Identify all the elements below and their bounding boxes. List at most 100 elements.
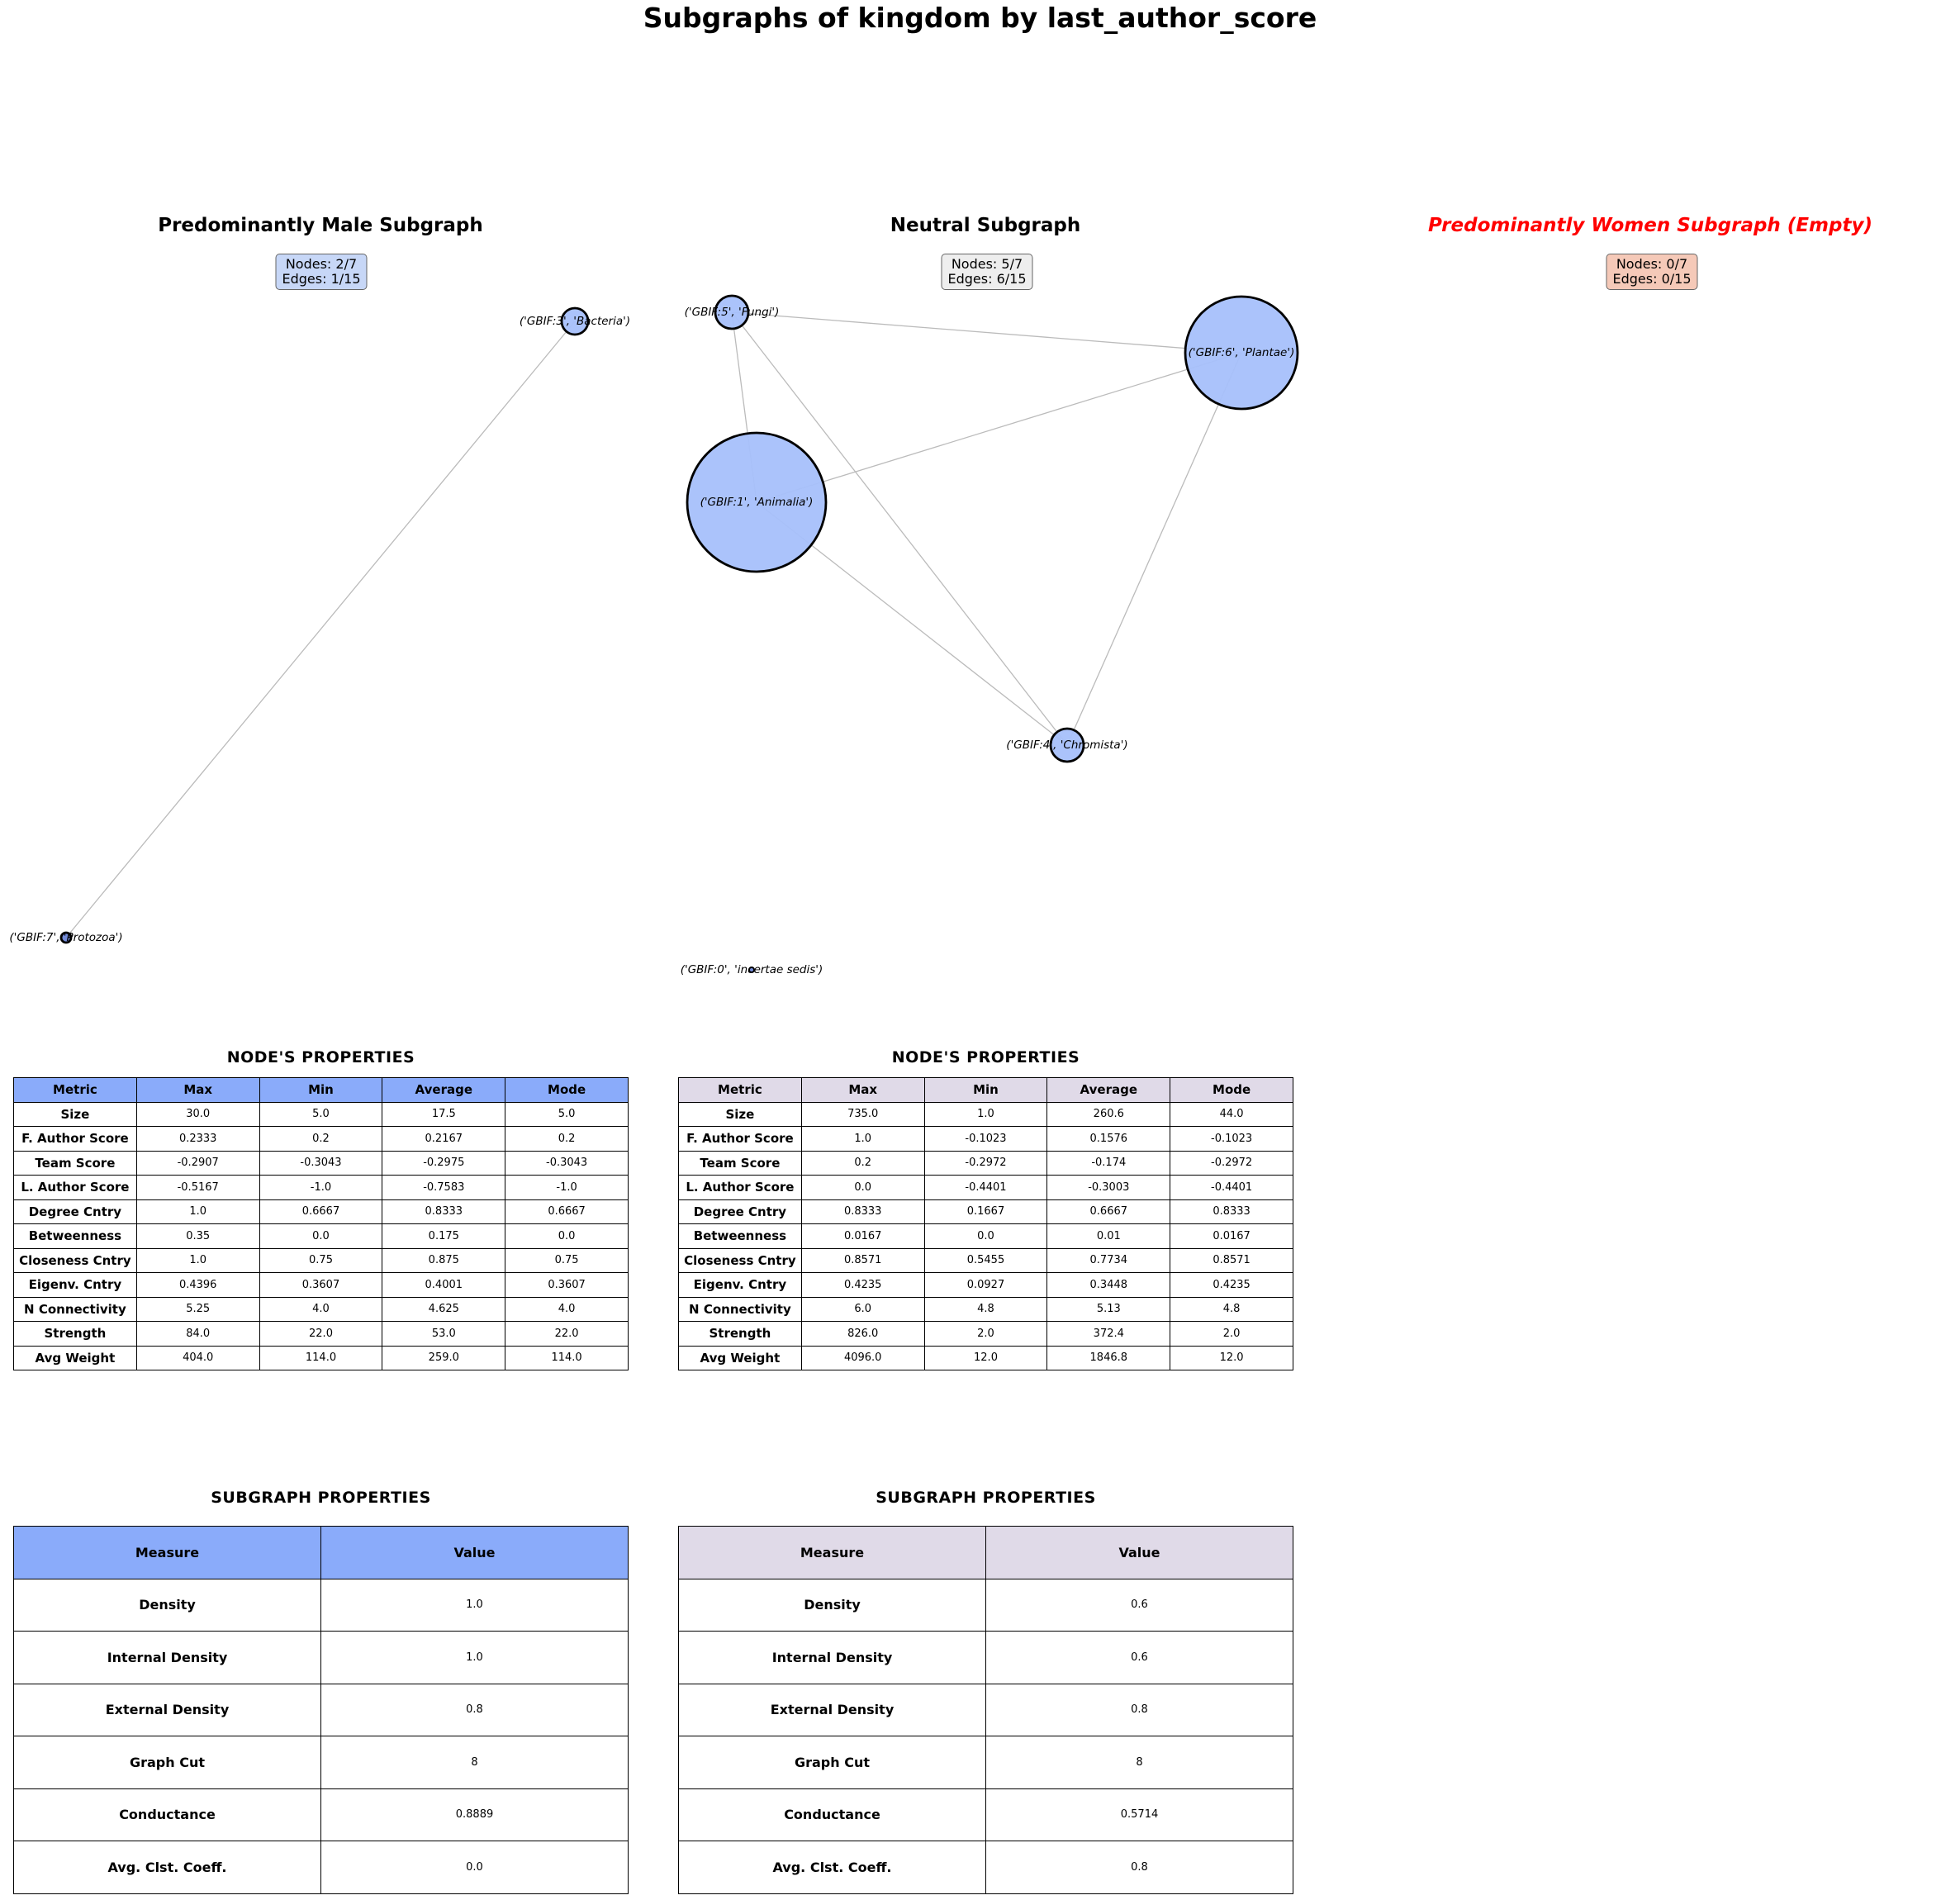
column-header: Measure bbox=[13, 1526, 321, 1579]
row-label: F. Author Score bbox=[678, 1126, 802, 1152]
table-cell: 0.4235 bbox=[800, 1272, 925, 1298]
table-cell: 53.0 bbox=[382, 1321, 506, 1347]
row-label: Degree Cntry bbox=[13, 1199, 137, 1224]
table-cell: 5.0 bbox=[505, 1101, 629, 1127]
node-plantae[interactable] bbox=[1184, 295, 1299, 411]
row-label: Strength bbox=[678, 1321, 802, 1347]
table-cell: -0.4401 bbox=[1170, 1175, 1293, 1200]
node-animalia[interactable] bbox=[686, 431, 828, 573]
network-graphs: ('GBIF:3', 'Bacteria')('GBIF:7', 'Protoz… bbox=[9, 294, 1299, 976]
table-cell: 0.7734 bbox=[1046, 1247, 1171, 1273]
neutral-nodes-count: Nodes: 5/7 bbox=[951, 256, 1023, 272]
node-chromista[interactable] bbox=[1049, 727, 1085, 763]
row-label: F. Author Score bbox=[13, 1126, 137, 1152]
table-cell: 0.175 bbox=[382, 1223, 506, 1249]
table-cell: 5.0 bbox=[259, 1101, 383, 1127]
table-cell: 8 bbox=[320, 1736, 629, 1789]
table-cell: 0.0 bbox=[259, 1223, 383, 1249]
table-row: L. Author Score-0.5167-1.0-0.7583-1.0 bbox=[13, 1175, 629, 1200]
table-row: Avg. Clst. Coeff.0.8 bbox=[678, 1841, 1293, 1894]
table-cell: 0.0 bbox=[800, 1175, 925, 1200]
table-cell: 0.0167 bbox=[800, 1223, 925, 1249]
column-header: Max bbox=[135, 1077, 260, 1103]
table-cell: 0.75 bbox=[505, 1247, 629, 1273]
table-cell: 0.35 bbox=[135, 1223, 260, 1249]
table-cell: 0.8333 bbox=[800, 1199, 925, 1224]
table-cell: 0.8889 bbox=[320, 1788, 629, 1841]
table-cell: 0.6667 bbox=[505, 1199, 629, 1224]
male-node-props-title: NODE'S PROPERTIES bbox=[226, 1048, 415, 1066]
neutral-subgraph-props-title: SUBGRAPH PROPERTIES bbox=[876, 1489, 1096, 1507]
table-cell: 0.2 bbox=[505, 1126, 629, 1152]
column-header: Min bbox=[259, 1077, 383, 1103]
table-cell: 12.0 bbox=[1170, 1345, 1293, 1370]
neutral-edges-count: Edges: 6/15 bbox=[947, 271, 1027, 287]
table-cell: 1846.8 bbox=[1046, 1345, 1171, 1370]
row-label: Conductance bbox=[678, 1788, 986, 1841]
table-cell: 6.0 bbox=[800, 1296, 925, 1322]
node-protozoa[interactable] bbox=[59, 931, 73, 944]
node-fungi[interactable] bbox=[714, 294, 750, 330]
table-cell: 114.0 bbox=[505, 1345, 629, 1370]
row-label: Betweenness bbox=[678, 1223, 802, 1249]
column-header: Mode bbox=[1170, 1077, 1293, 1103]
male-nodes-count: Nodes: 2/7 bbox=[285, 256, 358, 272]
row-label: Closeness Cntry bbox=[678, 1247, 802, 1273]
table-cell: -0.2972 bbox=[1170, 1150, 1293, 1176]
table-cell: 5.13 bbox=[1046, 1296, 1171, 1322]
table-cell: 0.8333 bbox=[1170, 1199, 1293, 1224]
row-label: Internal Density bbox=[678, 1631, 986, 1684]
table-cell: 259.0 bbox=[382, 1345, 506, 1370]
neutral-node-props-title: NODE'S PROPERTIES bbox=[891, 1048, 1080, 1066]
table-cell: 0.0167 bbox=[1170, 1223, 1293, 1249]
table-cell: 44.0 bbox=[1170, 1101, 1293, 1127]
row-label: External Density bbox=[678, 1683, 986, 1736]
column-header: Average bbox=[382, 1077, 506, 1103]
table-cell: 0.0 bbox=[923, 1223, 1048, 1249]
table-cell: 1.0 bbox=[135, 1199, 260, 1224]
table-cell: 0.75 bbox=[259, 1247, 383, 1273]
column-header: Max bbox=[800, 1077, 925, 1103]
women-edges-count: Edges: 0/15 bbox=[1612, 271, 1692, 287]
table-cell: 2.0 bbox=[923, 1321, 1048, 1347]
row-label: Size bbox=[13, 1101, 137, 1127]
node-incertae[interactable] bbox=[748, 967, 755, 973]
column-header: Metric bbox=[13, 1077, 137, 1103]
neutral-subgraph-title: Neutral Subgraph bbox=[890, 215, 1081, 236]
table-cell: 0.4001 bbox=[382, 1272, 506, 1298]
row-label: Team Score bbox=[13, 1150, 137, 1176]
table-cell: 0.5714 bbox=[985, 1788, 1293, 1841]
table-cell: 0.2333 bbox=[135, 1126, 260, 1152]
row-label: Betweenness bbox=[13, 1223, 137, 1249]
table-cell: 0.0927 bbox=[923, 1272, 1048, 1298]
table-cell: 1.0 bbox=[135, 1247, 260, 1273]
node-label-bacteria: ('GBIF:3', 'Bacteria') bbox=[520, 315, 630, 328]
node-bacteria[interactable] bbox=[560, 306, 590, 336]
table-cell: -0.174 bbox=[1046, 1150, 1171, 1176]
table-cell: 0.3448 bbox=[1046, 1272, 1171, 1298]
male-subgraph-title: Predominantly Male Subgraph bbox=[158, 215, 483, 236]
table-cell: 1.0 bbox=[800, 1126, 925, 1152]
table-cell: 1.0 bbox=[320, 1578, 629, 1632]
male-edges-count: Edges: 1/15 bbox=[282, 271, 361, 287]
row-label: L. Author Score bbox=[13, 1175, 137, 1200]
